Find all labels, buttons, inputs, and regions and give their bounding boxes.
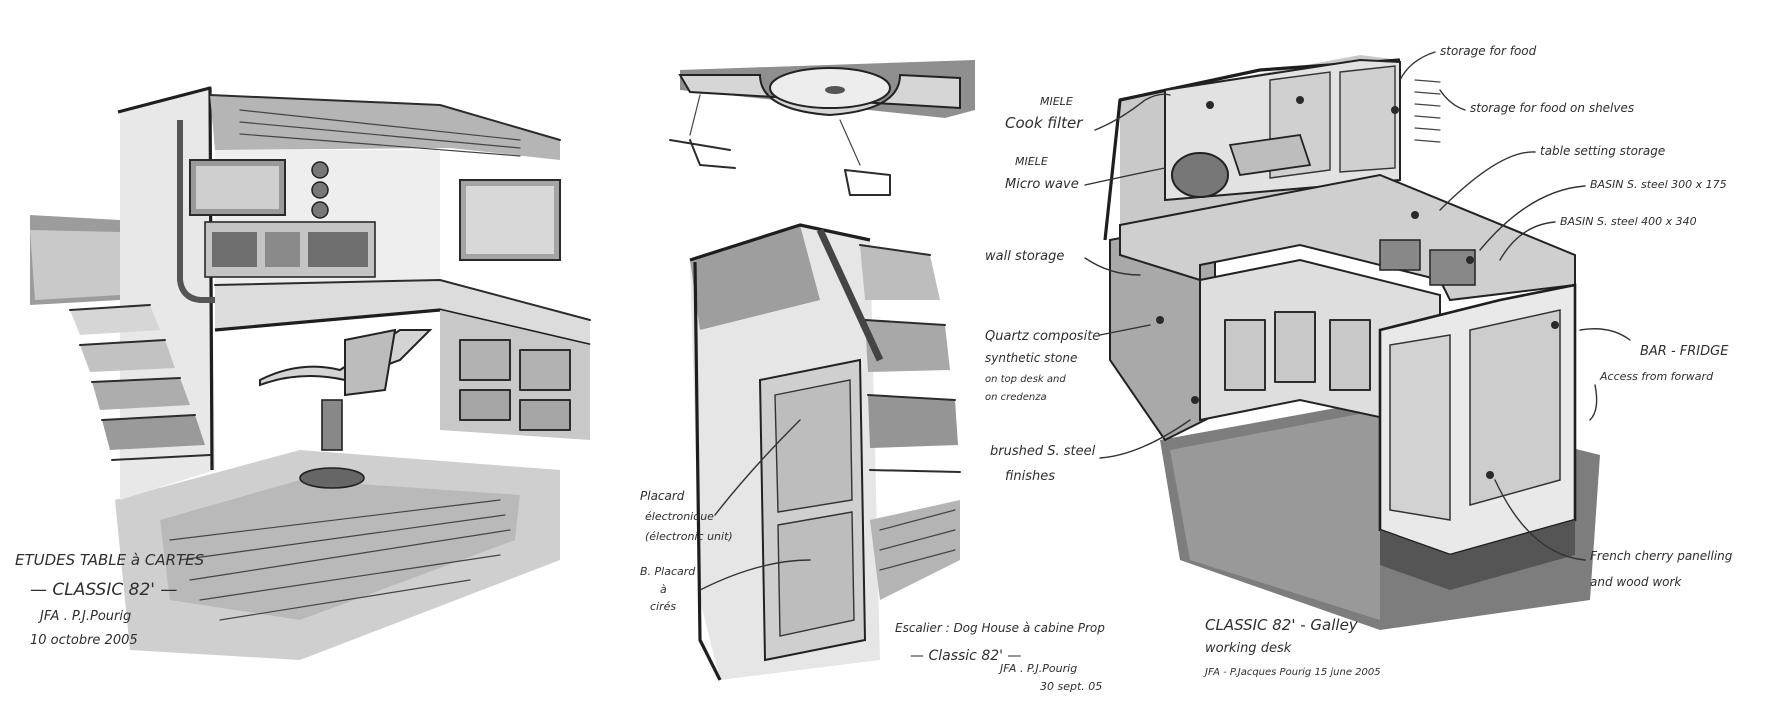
wall-storage-label: wall storage (985, 249, 1064, 264)
label-line: à (660, 583, 667, 596)
label-line: Placard (640, 489, 685, 503)
label-line: Micro wave (1005, 177, 1079, 192)
bar-fridge-label: BAR - FRIDGE Access from forward (1599, 344, 1729, 383)
stair-caption: Escalier : Dog House à cabine Prop — Cla… (895, 621, 1105, 693)
label-line: MIELE (1040, 95, 1073, 108)
label-line: (électronic unit) (645, 530, 733, 543)
label-line: table setting storage (1540, 144, 1665, 158)
caption-line: CLASSIC 82' - Galley (1205, 616, 1359, 634)
french-cherry-label: French cherry panelling and wood work (1590, 549, 1733, 589)
caption-line: JFA . P.J.Pourig (37, 609, 131, 624)
label-line: BAR - FRIDGE (1640, 344, 1729, 359)
label-line: Access from forward (1599, 370, 1714, 383)
galley-sketch: MIELE Cook filter MIELE Micro wave wall … (985, 44, 1733, 678)
brushed-steel-label: brushed S. steel finishes (990, 444, 1096, 484)
caption-line: JFA . P.J.Pourig (998, 662, 1077, 675)
label-line: électronique (645, 510, 714, 523)
storage-shelves-label: storage for food on shelves (1470, 101, 1634, 115)
label-line: brushed S. steel (990, 444, 1096, 459)
label-line: BASIN S. steel 400 x 340 (1560, 215, 1697, 228)
label-line: on top desk and (985, 374, 1066, 385)
label-line: Cook filter (1005, 114, 1083, 132)
placard-electronic-label: Placard électronique (électronic unit) (640, 489, 733, 543)
storage-food-label: storage for food (1440, 44, 1537, 58)
label-line: and wood work (1590, 575, 1682, 589)
chart-table-caption: ETUDES TABLE à CARTES — CLASSIC 82' — JF… (15, 551, 205, 648)
label-line: MIELE (1015, 155, 1048, 168)
stair-door-sketch: Placard électronique (électronic unit) B… (640, 223, 1105, 693)
label-line: cirés (650, 600, 676, 613)
label-line: B. Placard (640, 565, 696, 578)
caption-line: working desk (1205, 641, 1292, 656)
caption-line: — CLASSIC 82' — (30, 580, 177, 600)
label-line: storage for food on shelves (1470, 101, 1634, 115)
galley-caption: CLASSIC 82' - Galley working desk JFA - … (1203, 616, 1381, 678)
quartz-top-label: Quartz composite synthetic stone on top … (985, 329, 1100, 403)
caption-line: — Classic 82' — (910, 648, 1021, 664)
label-line: finishes (1005, 469, 1055, 484)
basin-400-label: BASIN S. steel 400 x 340 (1560, 215, 1697, 228)
micro-wave-label: MIELE Micro wave (1005, 155, 1079, 192)
caption-line: JFA - P.Jacques Pourig 15 june 2005 (1203, 667, 1381, 678)
sink-detail-sketch (669, 60, 975, 196)
cook-filter-label: MIELE Cook filter (1005, 95, 1083, 132)
label-line: BASIN S. steel 300 x 175 (1590, 178, 1727, 191)
chart-table-sketch: ETUDES TABLE à CARTES — CLASSIC 82' — JF… (15, 86, 591, 660)
caption-line: 10 octobre 2005 (30, 633, 138, 648)
caption-line: Escalier : Dog House à cabine Prop (895, 621, 1105, 635)
caption-line: ETUDES TABLE à CARTES (15, 551, 205, 569)
basin-300-label: BASIN S. steel 300 x 175 (1590, 178, 1727, 191)
table-setting-label: table setting storage (1540, 144, 1665, 158)
label-line: French cherry panelling (1590, 549, 1733, 563)
label-line: on credenza (985, 392, 1047, 403)
label-line: storage for food (1440, 44, 1537, 58)
label-line: synthetic stone (985, 351, 1077, 365)
placard-cires-label: B. Placard à cirés (640, 565, 696, 613)
label-line: Quartz composite (985, 329, 1100, 344)
caption-line: 30 sept. 05 (1040, 680, 1102, 693)
label-line: wall storage (985, 249, 1064, 264)
